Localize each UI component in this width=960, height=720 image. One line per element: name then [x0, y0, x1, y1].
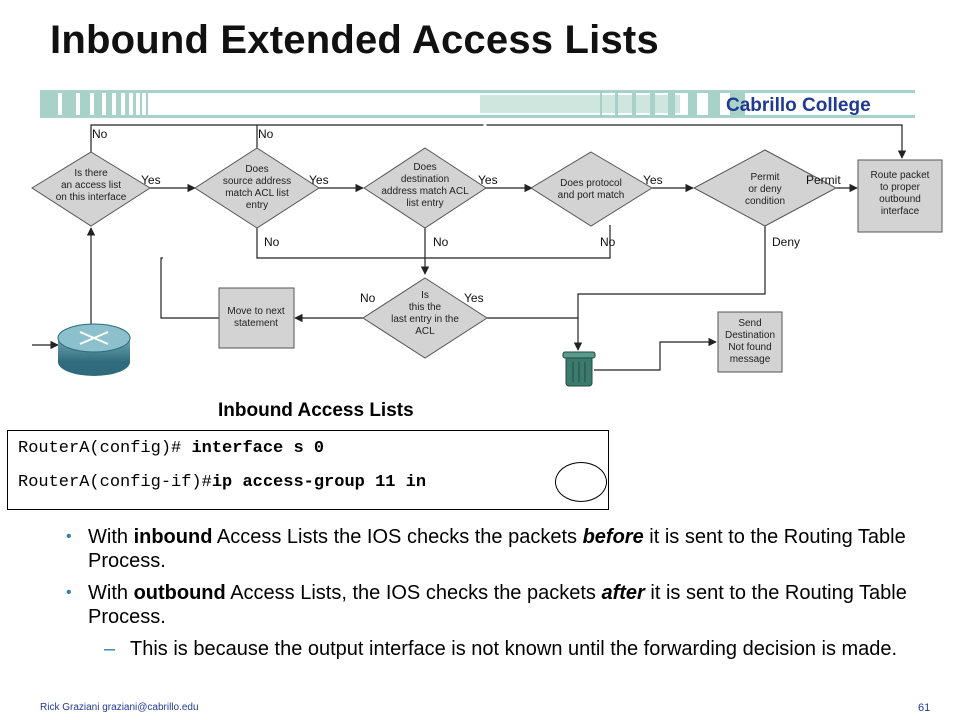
label-deny: Deny — [772, 235, 800, 249]
decision-destination-address — [363, 147, 487, 229]
decision-source-address — [194, 147, 320, 229]
label-no-6: No — [360, 291, 376, 305]
dash-icon: – — [104, 638, 116, 660]
decision-access-list — [31, 151, 151, 227]
code-prompt-2: RouterA(config-if)# — [18, 473, 212, 492]
college-name: Cabrillo College — [726, 95, 871, 116]
label-no-4: No — [433, 235, 449, 249]
code-line-1: RouterA(config)# interface s 0 — [18, 439, 324, 458]
box-route-packet — [857, 159, 943, 233]
box-move-next — [218, 287, 295, 349]
bullet-outbound: •With outbound Access Lists, the IOS che… — [66, 582, 907, 628]
label-no-5: No — [600, 235, 616, 249]
code-line-2: RouterA(config-if)#ip access-group 11 in — [18, 473, 426, 492]
label-yes-1: Yes — [141, 173, 161, 187]
bullet-dot-icon: • — [66, 528, 72, 545]
label-permit: Permit — [806, 173, 841, 187]
bullet-list: •With inbound Access Lists the IOS check… — [60, 525, 920, 661]
footer-author: Rick Graziani graziani@cabrillo.edu — [40, 702, 199, 713]
label-yes-2: Yes — [309, 173, 329, 187]
code-box: RouterA(config)# interface s 0 RouterA(c… — [7, 430, 609, 510]
trash-icon — [562, 351, 596, 387]
code-cmd-1: interface s 0 — [191, 439, 325, 458]
slide-title: Inbound Extended Access Lists — [50, 18, 659, 62]
decision-protocol-port — [530, 151, 653, 227]
page-number: 61 — [918, 702, 931, 714]
code-cmd-2: ip access-group 11 in — [211, 473, 427, 492]
label-no-1: No — [92, 127, 108, 141]
decision-permit-deny — [692, 149, 838, 227]
subheading: Inbound Access Lists — [218, 400, 414, 421]
label-yes-3: Yes — [478, 173, 498, 187]
sub-bullet-reason: –This is because the output interface is… — [104, 638, 898, 660]
flow-lines — [32, 183, 858, 371]
label-no-2: No — [258, 127, 274, 141]
highlight-circle — [555, 462, 607, 502]
decision-last-entry — [362, 277, 488, 359]
banner-stripes — [40, 90, 915, 118]
router-icon — [57, 323, 131, 376]
box-send-destination — [717, 311, 783, 373]
label-no-3: No — [264, 235, 280, 249]
label-yes-5: Yes — [464, 291, 484, 305]
code-prompt-1: RouterA(config)# — [18, 439, 192, 458]
bullet-dot-icon: • — [66, 584, 72, 601]
label-yes-4: Yes — [643, 173, 663, 187]
bullet-inbound: •With inbound Access Lists the IOS check… — [66, 526, 906, 572]
